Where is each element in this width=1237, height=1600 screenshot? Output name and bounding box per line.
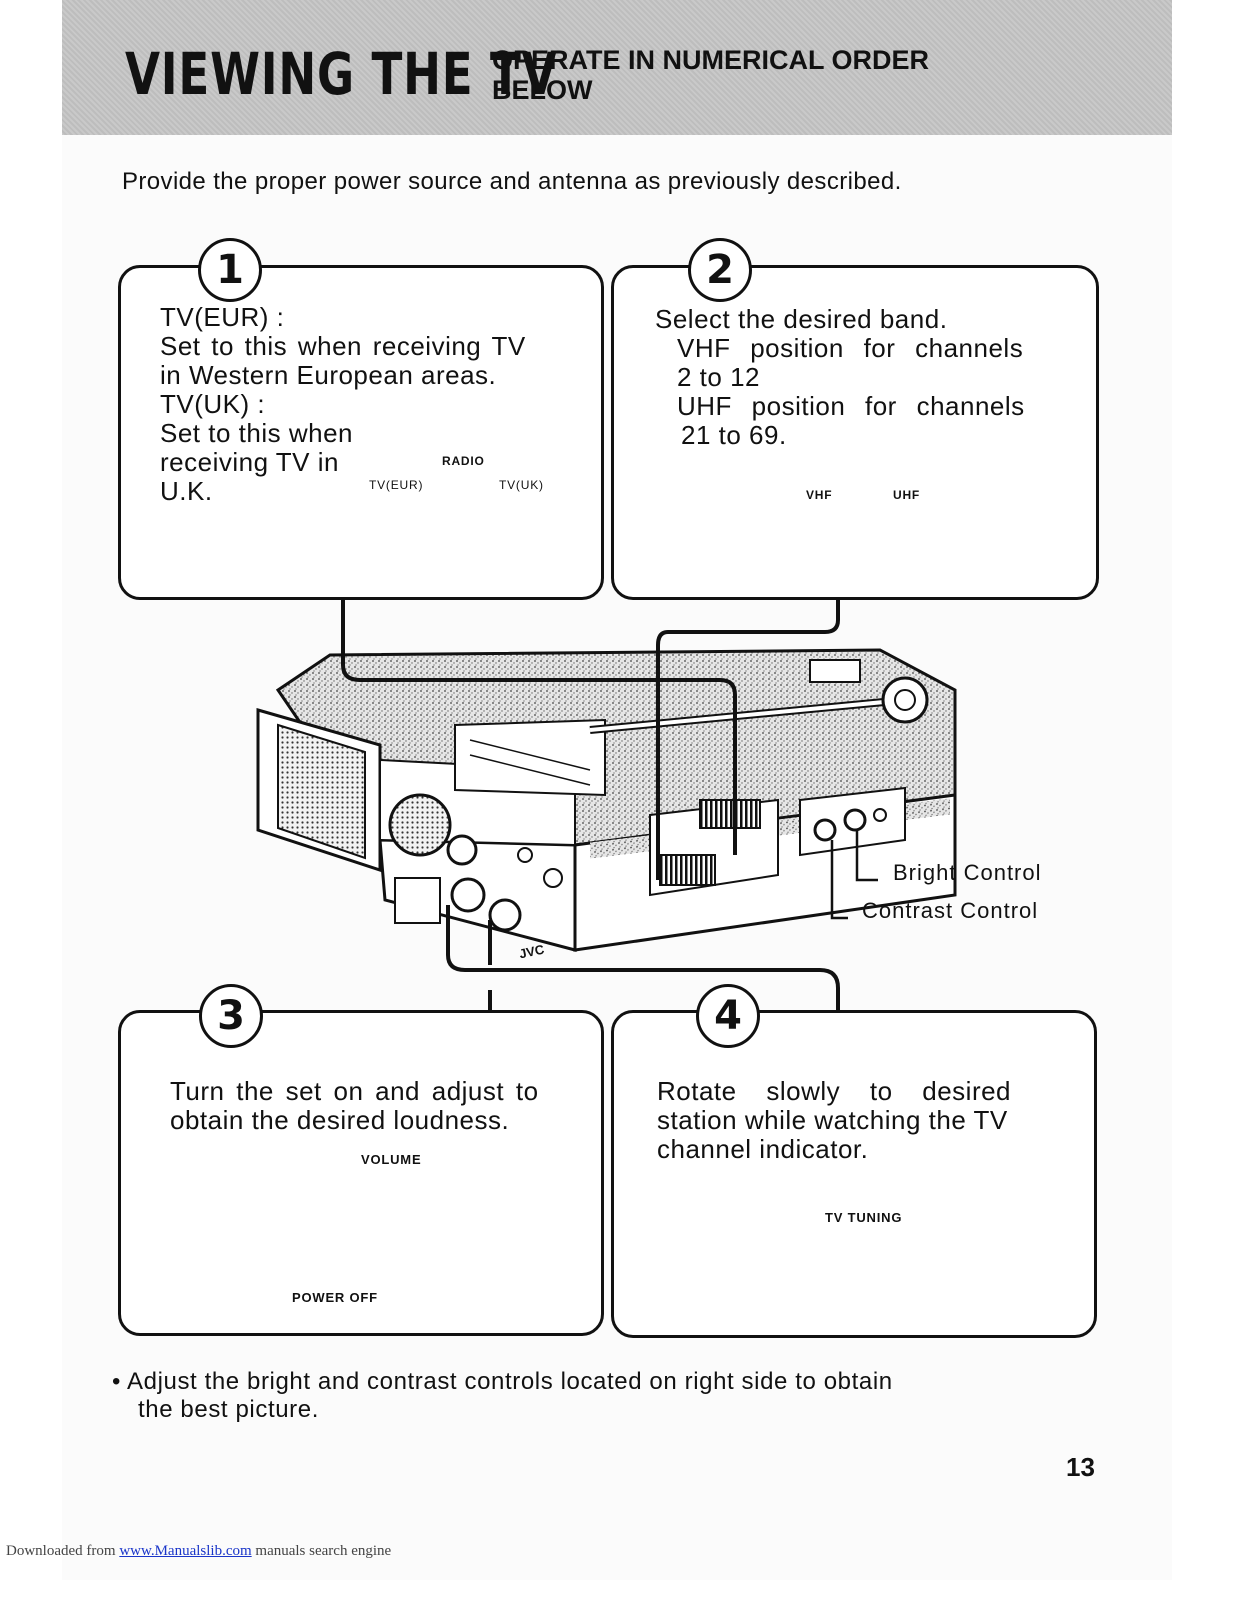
step-3-text: Turn the set on and adjust to obtain the…	[170, 1077, 539, 1135]
step-2-line: UHF position for channels	[677, 391, 1025, 421]
step-3-box	[118, 1010, 604, 1336]
step-1-line: receiving TV in	[160, 447, 339, 477]
step-2-badge: 2	[688, 238, 752, 302]
step-2-box	[611, 265, 1099, 600]
subtitle-line-2: BELOW	[492, 75, 593, 105]
step-1-line: Set to this when receiving TV	[160, 331, 526, 361]
step-3-line: Turn the set on and adjust to	[170, 1076, 539, 1106]
footer-suffix: manuals search engine	[251, 1543, 392, 1559]
step-1-line: U.K.	[160, 476, 213, 506]
note-text-1: Adjust the bright and contrast controls …	[127, 1368, 893, 1395]
switch-label-tv-eur: TV(EUR)	[369, 478, 424, 492]
step-2-line: Select the desired band.	[655, 304, 948, 334]
tv-tuning-label: TV TUNING	[825, 1210, 903, 1225]
note-bullet: •	[112, 1368, 122, 1395]
switch-label-tv-uk: TV(UK)	[499, 478, 544, 492]
switch-label-vhf: VHF	[806, 488, 833, 502]
step-3-badge: 3	[199, 984, 263, 1048]
step-1-box	[118, 265, 604, 600]
step-1-line: TV(UK) :	[160, 389, 266, 419]
step-4-text: Rotate slowly to desired station while w…	[657, 1077, 1011, 1164]
note-line-1: •Adjust the bright and contrast controls…	[112, 1368, 893, 1396]
step-4-box	[611, 1010, 1097, 1338]
step-1-badge: 1	[198, 238, 262, 302]
manualslib-link[interactable]: www.Manualslib.com	[119, 1543, 252, 1559]
switch-label-uhf: UHF	[893, 488, 921, 502]
footer-prefix: Downloaded from	[6, 1543, 120, 1559]
step-1-line: Set to this when	[160, 418, 353, 448]
step-2-line: 2 to 12	[677, 362, 761, 392]
page-number: 13	[1066, 1452, 1095, 1482]
step-4-line: Rotate slowly to desired	[657, 1076, 1012, 1106]
contrast-control-label: Contrast Control	[862, 898, 1039, 923]
switch-label-radio: RADIO	[442, 454, 485, 468]
step-4-line: station while watching the TV	[657, 1105, 1008, 1135]
step-3-line: obtain the desired loudness.	[170, 1105, 510, 1135]
step-2-text: Select the desired band. VHF position fo…	[655, 305, 1025, 450]
bright-control-label: Bright Control	[893, 860, 1042, 885]
callout-leaders	[830, 830, 878, 920]
header-band	[62, 0, 1172, 135]
subtitle-line-1: OPERATE IN NUMERICAL ORDER	[492, 45, 930, 75]
step-2-line: 21 to 69.	[681, 420, 787, 450]
power-off-label: POWER OFF	[292, 1290, 378, 1305]
step-4-line: channel indicator.	[657, 1134, 869, 1164]
step-4-badge: 4	[696, 984, 760, 1048]
page-title: VIEWING THE TV	[125, 40, 558, 108]
connector-lines	[341, 598, 840, 1012]
download-footer: Downloaded from www.Manualslib.com manua…	[6, 1543, 391, 1560]
step-1-line: TV(EUR) :	[160, 302, 285, 332]
page-subtitle: OPERATE IN NUMERICAL ORDER BELOW	[492, 45, 929, 105]
tv-set-drawing	[256, 648, 957, 952]
step-1-text: TV(EUR) : Set to this when receiving TV …	[160, 303, 526, 506]
volume-label: VOLUME	[361, 1152, 422, 1167]
step-1-line: in Western European areas.	[160, 360, 497, 390]
step-2-line: VHF position for channels	[677, 333, 1024, 363]
intro-text: Provide the proper power source and ante…	[122, 168, 902, 195]
note-line-2: the best picture.	[138, 1396, 319, 1423]
adjust-note: •Adjust the bright and contrast controls…	[112, 1368, 893, 1424]
